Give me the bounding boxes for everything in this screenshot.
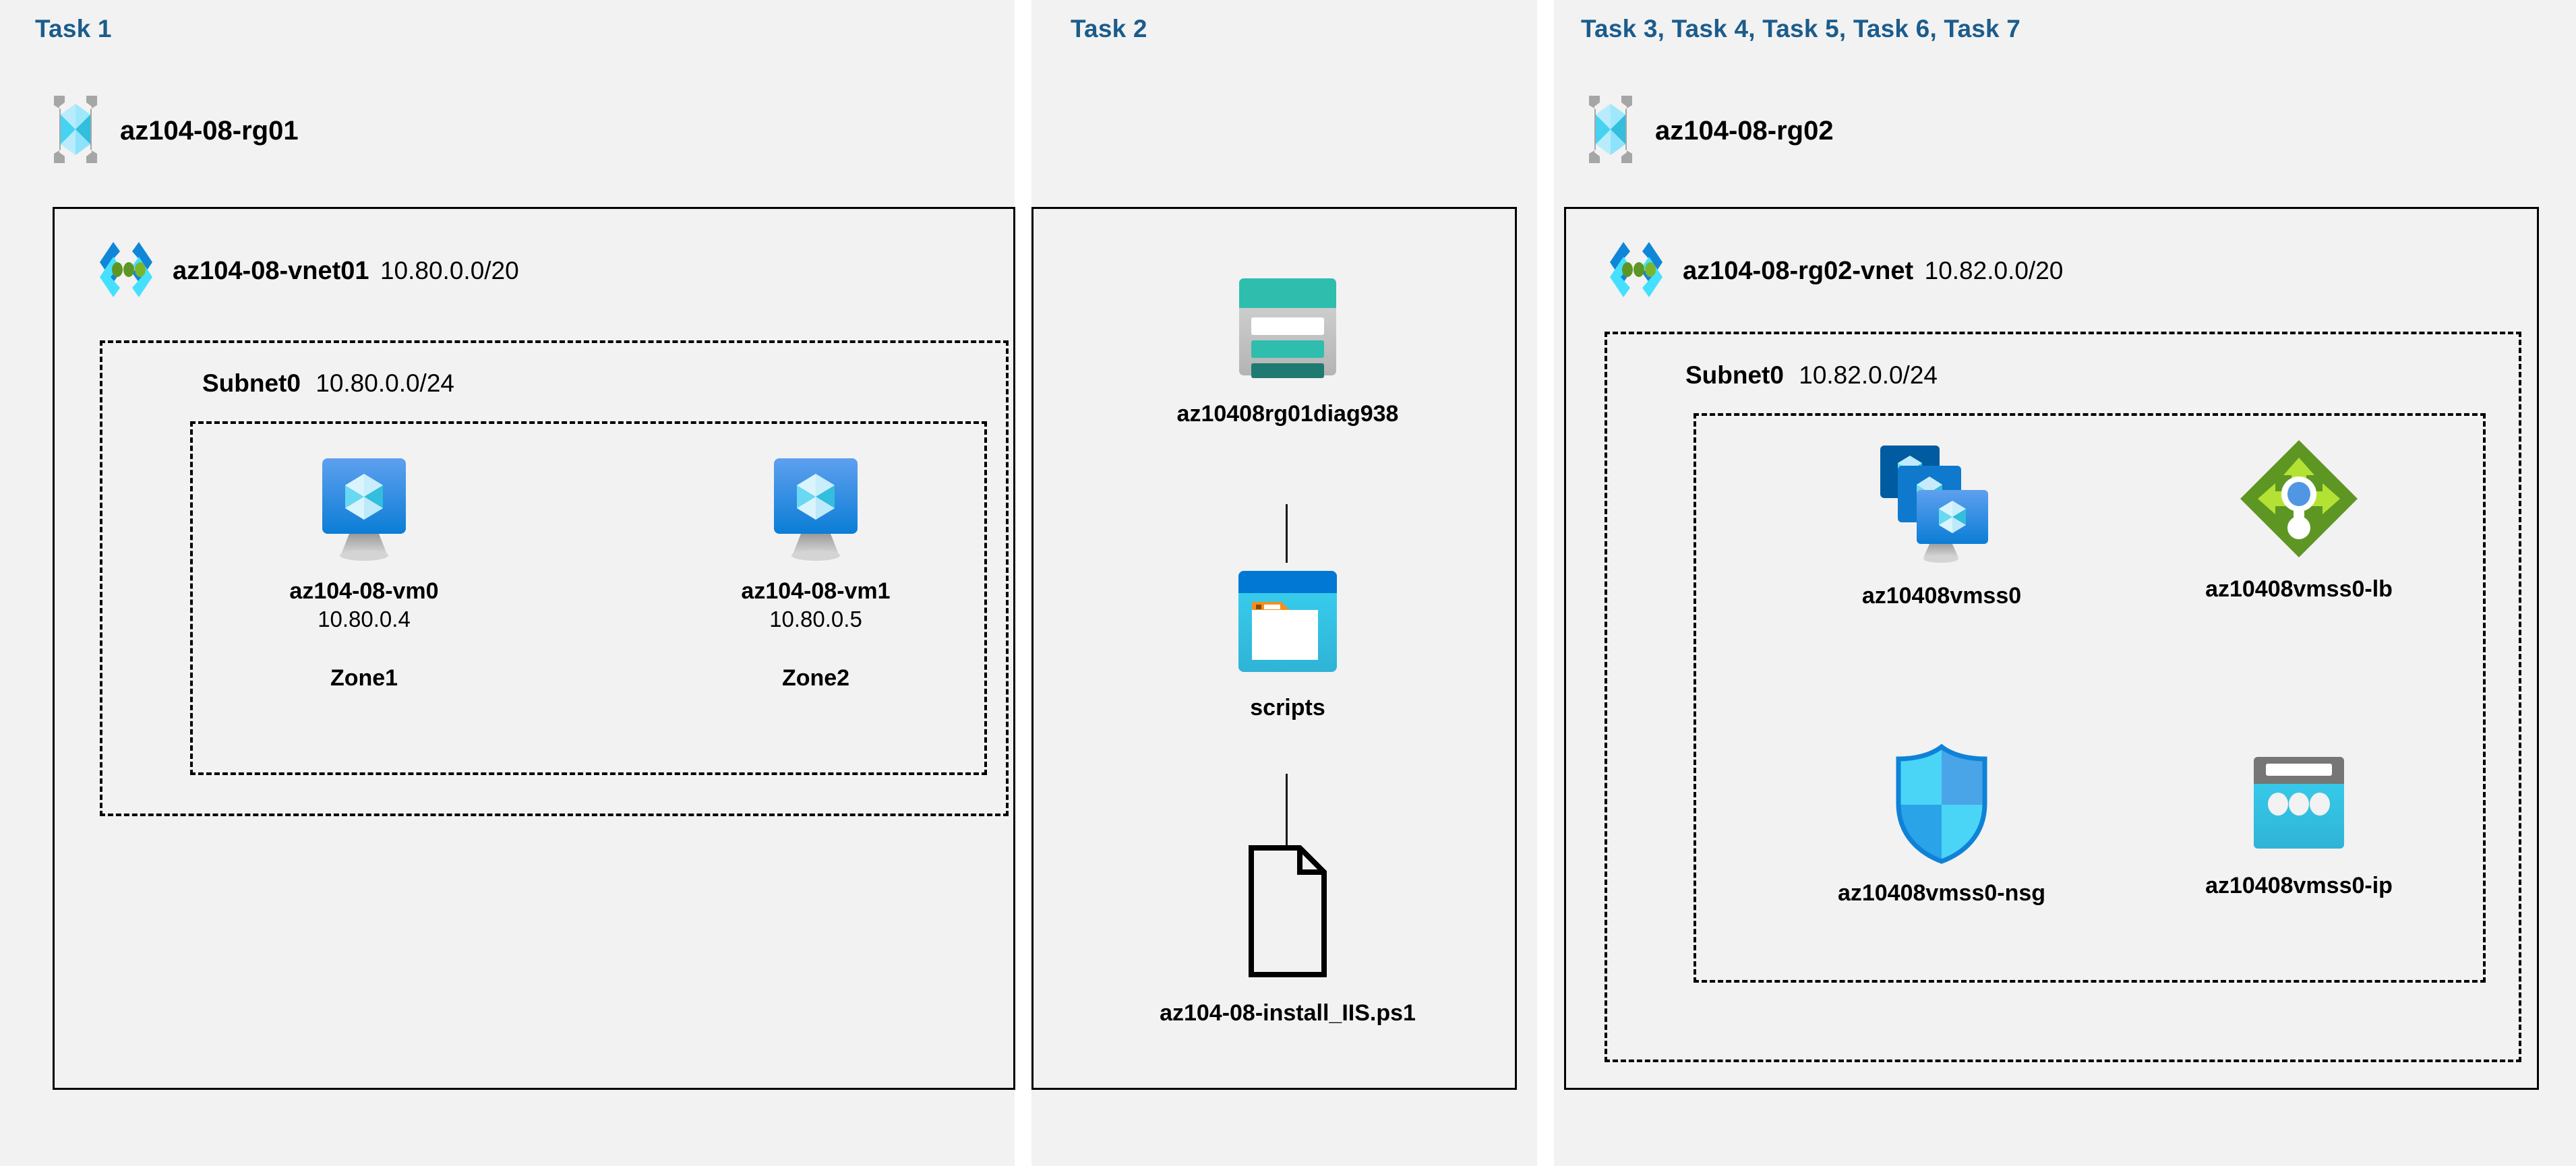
task1-vnet-box xyxy=(53,207,1015,1090)
virtual-network-icon xyxy=(1603,239,1669,303)
resource-group-icon xyxy=(1581,92,1640,171)
vmss-name: az10408vmss0 xyxy=(1861,583,2022,609)
file-az104-08-install-iis-ps1[interactable]: az104-08-install_IIS.ps1 xyxy=(1052,842,1524,1027)
vm0-zone: Zone1 xyxy=(330,665,398,692)
task3-vnet-name: az104-08-rg02-vnet xyxy=(1683,257,1914,285)
vm-az104-08-vm0[interactable]: az104-08-vm0 10.80.0.4 Zone1 xyxy=(222,452,506,692)
lb-icon-wrap xyxy=(2124,435,2474,566)
vm-scale-set-icon xyxy=(1878,441,2006,573)
task3-subnet-name: Subnet0 xyxy=(1685,361,1784,389)
storage-account-az10408rg01diag938[interactable]: az10408rg01diag938 xyxy=(1079,266,1497,428)
virtual-machine-icon xyxy=(762,452,870,571)
blob-container-name: scripts xyxy=(1250,695,1325,720)
storage-account-name: az10408rg01diag938 xyxy=(1176,401,1399,427)
task3-subnet-cidr: 10.82.0.0/24 xyxy=(1799,361,1938,389)
blob-container-scripts[interactable]: scripts xyxy=(1079,563,1497,722)
vm1-name: az104-08-vm1 xyxy=(741,578,891,604)
virtual-network-icon xyxy=(93,239,159,303)
storage-account-icon xyxy=(1224,266,1351,391)
nsg-name: az10408vmss0-nsg xyxy=(1837,880,2046,906)
public-ip-az10408vmss0-ip[interactable]: az10408vmss0-ip xyxy=(2124,751,2474,900)
task3-subnet-header: Subnet0 10.82.0.0/24 xyxy=(1685,361,1938,390)
vm0-icon-wrap xyxy=(222,452,506,571)
task1-resource-group: az104-08-rg01 xyxy=(46,92,299,171)
file-icon xyxy=(1242,842,1334,985)
load-balancer-icon xyxy=(2235,435,2363,566)
network-security-group-icon xyxy=(1888,741,1996,870)
load-balancer-az10408vmss0-lb[interactable]: az10408vmss0-lb xyxy=(2124,435,2474,603)
virtual-machine-icon xyxy=(310,452,418,571)
task1-vnet-header: az104-08-vnet01 10.80.0.0/20 xyxy=(93,239,519,303)
task2-title: Task 2 xyxy=(1071,15,1147,42)
task1-subnet-header: Subnet0 10.80.0.0/24 xyxy=(202,369,454,398)
task3-resource-group-name: az104-08-rg02 xyxy=(1655,116,1834,146)
vm0-name: az104-08-vm0 xyxy=(289,578,439,604)
task3-resources-box xyxy=(1694,413,2486,983)
vm1-ip: 10.80.0.5 xyxy=(769,607,862,632)
connector-storage-to-scripts xyxy=(1286,504,1288,563)
task1-subnet-name: Subnet0 xyxy=(202,369,301,397)
task1-subnet-cidr: 10.80.0.0/24 xyxy=(316,369,454,397)
task1-zones-box xyxy=(190,421,987,775)
task1-vnet-label: az104-08-vnet01 10.80.0.0/20 xyxy=(173,257,519,286)
task1-title: Task 1 xyxy=(35,15,112,42)
task3-vnet-label: az104-08-rg02-vnet 10.82.0.0/20 xyxy=(1683,257,2063,286)
connector-scripts-to-file xyxy=(1286,774,1288,845)
lb-name: az10408vmss0-lb xyxy=(2205,576,2393,602)
task3-vnet-header: az104-08-rg02-vnet 10.82.0.0/20 xyxy=(1603,239,2063,303)
vm-scale-set-az10408vmss0[interactable]: az10408vmss0 xyxy=(1753,441,2130,610)
task3-subnet-box xyxy=(1605,332,2521,1062)
task3-vnet-cidr: 10.82.0.0/20 xyxy=(1924,257,2064,284)
vmss-icon-wrap xyxy=(1753,441,2130,573)
resource-group-icon xyxy=(46,92,105,171)
task3-vnet-box xyxy=(1564,207,2539,1090)
storage-icon-wrap xyxy=(1079,266,1497,391)
vm1-zone: Zone2 xyxy=(781,665,850,692)
pip-icon-wrap xyxy=(2124,751,2474,863)
task1-resource-group-name: az104-08-rg01 xyxy=(120,116,299,146)
task3-resource-group: az104-08-rg02 xyxy=(1581,92,1834,171)
vm1-icon-wrap xyxy=(674,452,957,571)
task1-vnet-cidr: 10.80.0.0/20 xyxy=(380,257,519,284)
pip-name: az10408vmss0-ip xyxy=(2205,873,2393,898)
nsg-az10408vmss0-nsg[interactable]: az10408vmss0-nsg xyxy=(1753,741,2130,907)
vm0-ip: 10.80.0.4 xyxy=(318,607,411,632)
vm-az104-08-vm1[interactable]: az104-08-vm1 10.80.0.5 Zone2 xyxy=(674,452,957,692)
file-name: az104-08-install_IIS.ps1 xyxy=(1160,1000,1416,1026)
task1-vnet-name: az104-08-vnet01 xyxy=(173,257,369,285)
task3-7-title: Task 3, Task 4, Task 5, Task 6, Task 7 xyxy=(1581,15,2021,42)
task1-subnet-box xyxy=(100,340,1009,816)
nsg-icon-wrap xyxy=(1753,741,2130,870)
scripts-icon-wrap xyxy=(1079,563,1497,685)
public-ip-address-icon xyxy=(2242,751,2356,863)
file-icon-wrap xyxy=(1052,842,1524,985)
blob-container-icon xyxy=(1226,563,1349,685)
